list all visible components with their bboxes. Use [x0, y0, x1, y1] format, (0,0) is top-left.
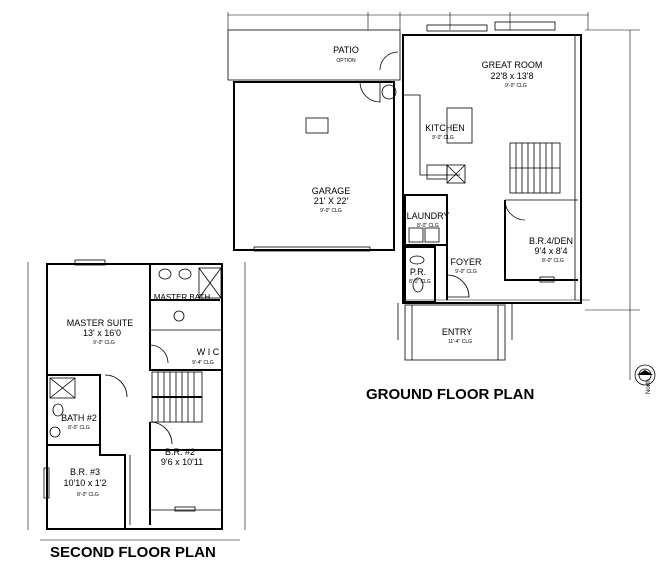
room-br4-size: 9'4 x 8'4 — [535, 246, 568, 256]
room-foyer-name: FOYER — [450, 257, 482, 267]
entry-outline — [404, 304, 506, 361]
garage-door — [253, 246, 371, 252]
ground-stairs — [509, 142, 561, 194]
north-arrow-icon — [634, 364, 656, 386]
room-great-room-name: GREAT ROOM — [482, 60, 543, 70]
room-pr-name: P.R. — [410, 267, 426, 277]
kitchen-sink — [426, 164, 448, 180]
room-master-suite-size: 13' x 16'0 — [83, 328, 121, 338]
patio-outline — [227, 29, 401, 81]
second-floor-walls — [46, 263, 223, 530]
room-pr-ceiling: 8'-0" CLG — [409, 279, 431, 285]
ground-floor-plan — [227, 12, 640, 380]
room-entry-name: ENTRY — [442, 327, 472, 337]
room-labels: PATIO OPTION GREAT ROOM 22'8 x 13'8 9'-0… — [61, 45, 652, 498]
second-floor-plan — [27, 259, 246, 541]
room-great-room-size: 22'8 x 13'8 — [491, 71, 534, 81]
room-master-bath-name: MASTER BATH — [154, 293, 211, 302]
second-floor-stairs — [151, 371, 203, 423]
room-foyer-ceiling: 9'-0" CLG — [455, 269, 477, 275]
room-wic-ceiling: 9'-4" CLG — [192, 360, 214, 366]
ground-floor-title: GROUND FLOOR PLAN — [366, 386, 534, 403]
room-br4-ceiling: 8'-0" CLG — [542, 258, 564, 264]
room-entry-ceiling: 11'-4" CLG — [448, 339, 472, 345]
room-patio-name: PATIO — [333, 45, 359, 55]
room-br2-size: 9'6 x 10'11 — [161, 457, 203, 467]
second-floor-title: SECOND FLOOR PLAN — [50, 544, 216, 561]
room-br2-name: B.R. #2 — [165, 447, 195, 457]
door-swing — [359, 81, 381, 103]
room-garage-size: 21' X 22' — [314, 196, 349, 206]
room-laundry-name: LAUNDRY — [407, 211, 450, 221]
room-wic-name: W I C — [197, 347, 220, 357]
powder-room-walls — [404, 246, 436, 303]
room-br3-ceiling: 8'-0" CLG — [77, 492, 99, 498]
room-br4-name: B.R.4/DEN — [529, 236, 573, 246]
room-great-room-ceiling: 9'-0" CLG — [505, 83, 527, 89]
range — [446, 164, 466, 184]
house-walls — [402, 34, 582, 304]
kitchen-island — [446, 107, 473, 144]
room-patio-ceiling: OPTION — [336, 58, 356, 64]
room-bath2-ceiling: 8'-0" CLG — [68, 425, 90, 431]
north-label: North — [646, 379, 652, 394]
room-kitchen-ceiling: 9'-0" CLG — [432, 135, 454, 141]
room-garage-ceiling: 9'-0" CLG — [320, 208, 342, 214]
room-garage-name: GARAGE — [312, 186, 351, 196]
garage-walls — [233, 81, 395, 251]
room-bath2-name: BATH #2 — [61, 413, 97, 423]
room-br3-size: 10'10 x 1'2 — [64, 478, 107, 488]
room-laundry-ceiling: 8'-0" CLG — [417, 223, 439, 229]
room-master-suite-name: MASTER SUITE — [67, 318, 134, 328]
room-kitchen-name: KITCHEN — [425, 123, 465, 133]
room-br3-name: B.R. #3 — [70, 467, 100, 477]
room-master-suite-ceiling: 9'-0" CLG — [93, 340, 115, 346]
